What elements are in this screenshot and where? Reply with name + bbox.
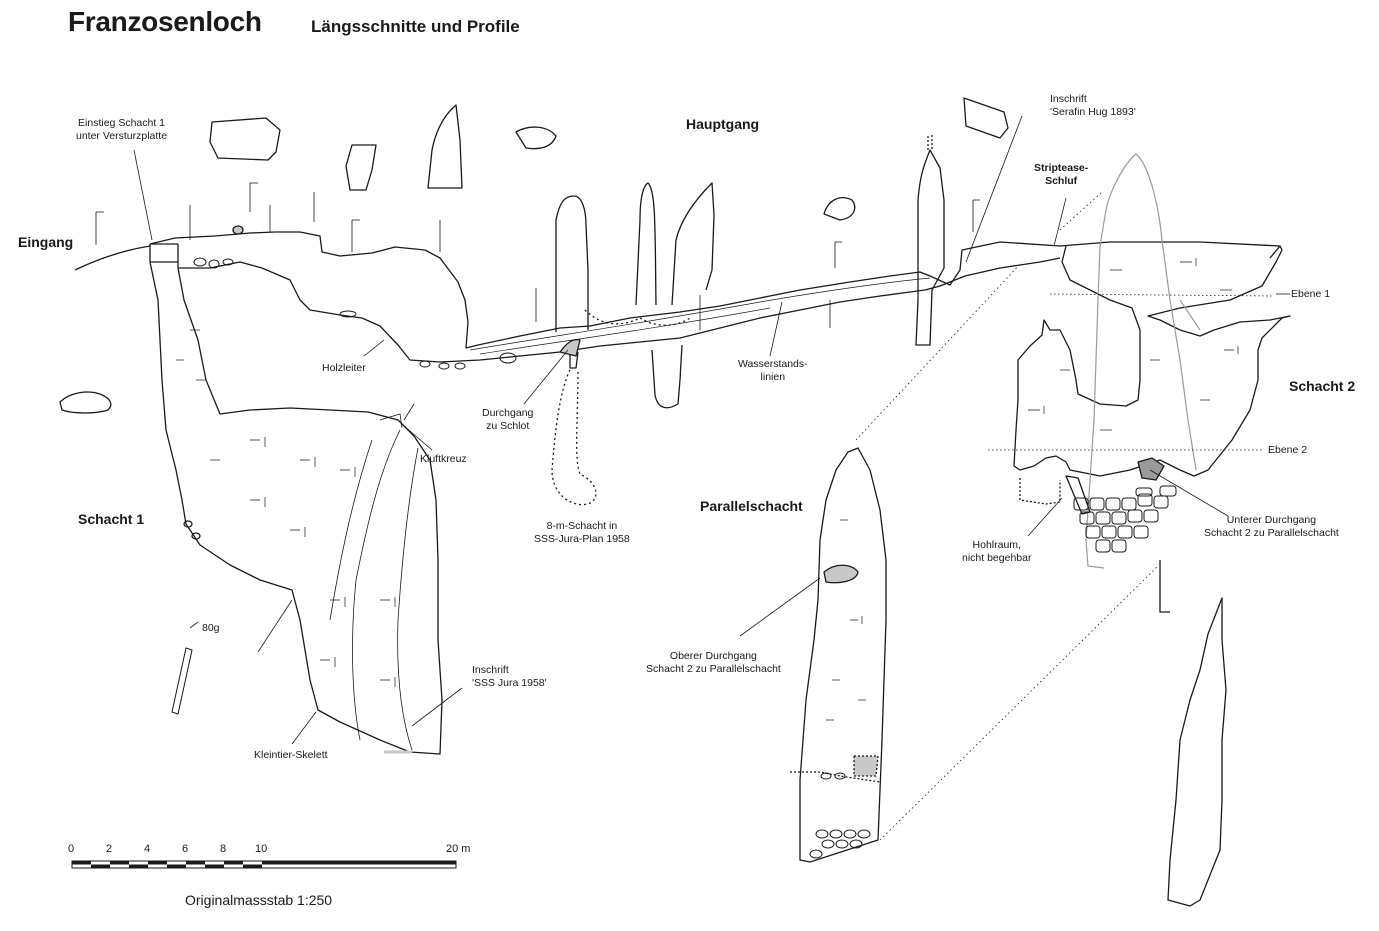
- hauptgang-ceiling: [149, 231, 1281, 349]
- annotation-hohlraum: Hohlraum, nicht begehbar: [962, 539, 1032, 564]
- scale-tick-2: 2: [106, 843, 113, 855]
- scale-caption: Originalmassstab 1:250: [185, 892, 333, 908]
- annotation-einstieg: Einstieg Schacht 1 unter Versturzplatte: [76, 117, 168, 142]
- hauptgang-floor: [178, 257, 1061, 363]
- water-level-line: [479, 307, 771, 355]
- annotation-inclination: 80g: [202, 622, 220, 634]
- profile-markers: [95, 182, 980, 330]
- annotation-oberer-durchgang: Oberer Durchgang Schacht 2 zu Parallelsc…: [646, 650, 781, 675]
- scale-tick-10: 10: [255, 843, 268, 855]
- boulders: [809, 772, 871, 859]
- label-hauptgang: Hauptgang: [686, 116, 760, 132]
- label-eingang: Eingang: [18, 234, 74, 250]
- annotation-kluftkreuz: Kluftkreuz: [420, 453, 467, 465]
- annotation-wasserstand: Wasserstands- linien: [738, 358, 808, 383]
- page-subtitle: Längsschnitte und Profile: [311, 17, 520, 36]
- water-level-line: [469, 277, 931, 351]
- surface-line: [74, 245, 151, 271]
- label-schacht1: Schacht 1: [78, 511, 145, 527]
- annotation-inschrift-sss: Inschrift 'SSS Jura 1958': [472, 664, 547, 689]
- cross-sections: [59, 97, 1009, 414]
- label-parallelschacht: Parallelschacht: [700, 498, 803, 514]
- schacht1-section: [149, 243, 443, 755]
- annotation-unterer-durchgang: Unterer Durchgang Schacht 2 zu Parallels…: [1204, 514, 1339, 539]
- annotation-kleintier-skelett: Kleintier-Skelett: [254, 749, 328, 761]
- scale-tick-8: 8: [220, 843, 227, 855]
- annotation-holzleiter: Holzleiter: [322, 362, 366, 374]
- parallelschacht-section: [790, 447, 887, 863]
- boulders: [193, 257, 517, 370]
- boulder-pile: [1073, 485, 1177, 553]
- schlot-profiles: [551, 135, 945, 506]
- scale-bar: [71, 860, 457, 869]
- scale-tick-4: 4: [144, 843, 151, 855]
- label-schacht2: Schacht 2: [1289, 378, 1356, 394]
- scale-tick-0: 0: [68, 843, 75, 855]
- rock-hatching: [176, 329, 396, 687]
- page-title: Franzosenloch: [68, 6, 262, 37]
- leader-lines: [133, 115, 1290, 745]
- annotation-ebene1: Ebene 1: [1291, 288, 1331, 300]
- annotation-durchgang-schlot: Durchgang zu Schlot: [482, 407, 534, 432]
- annotation-inschrift-hug: Inschrift 'Serafin Hug 1893': [1050, 93, 1136, 118]
- annotation-striptease: Striptease- Schluf: [1034, 162, 1089, 187]
- annotation-8m-schacht: 8-m-Schacht in SSS-Jura-Plan 1958: [534, 520, 630, 545]
- scale-tick-6: 6: [182, 843, 189, 855]
- projection-lines: [855, 191, 1159, 841]
- scale-tick-20: 20 m: [446, 843, 471, 855]
- annotation-ebene2: Ebene 2: [1268, 444, 1308, 456]
